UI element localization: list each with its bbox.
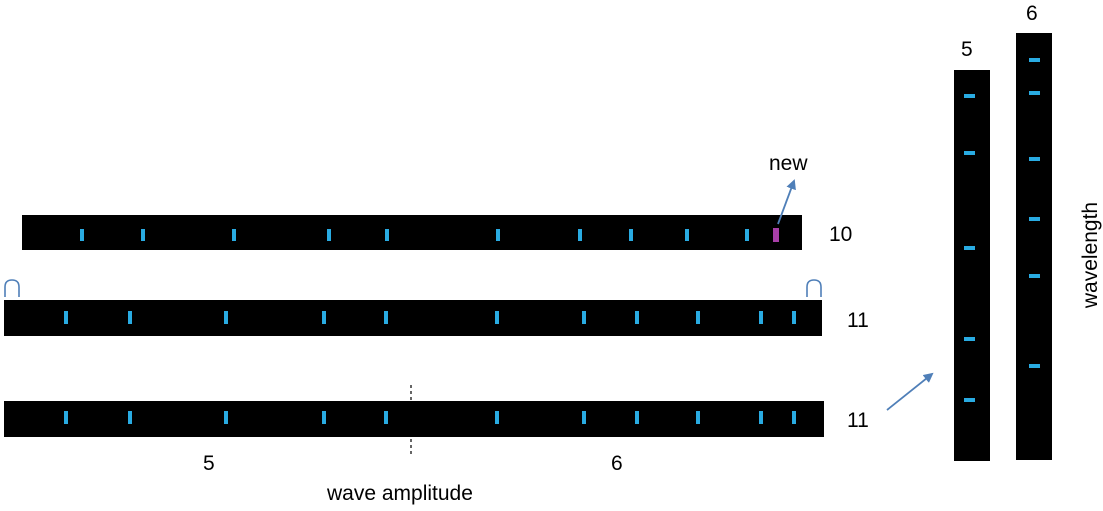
bracket-right: [806, 279, 822, 297]
arrow-new: [777, 179, 796, 225]
x-axis-label: wave amplitude: [326, 482, 473, 505]
band-row-3: [322, 411, 326, 424]
new-band-label: new: [769, 152, 808, 175]
band-row-2: [128, 311, 132, 324]
band-row-2: [696, 311, 700, 324]
column-5-count-label: 5: [961, 38, 973, 61]
band-row-3: [792, 411, 796, 424]
band-row-1: [232, 229, 236, 241]
band-row-3: [635, 411, 639, 424]
band-column-5: [964, 337, 975, 341]
band-row-2: [322, 311, 326, 324]
band-row-1: [745, 229, 749, 241]
band-row-3: [759, 411, 763, 424]
band-column-5: [964, 246, 975, 250]
band-row-2: [582, 311, 586, 324]
band-row-2: [495, 311, 499, 324]
band-row-3: [64, 411, 68, 424]
band-marks: [64, 58, 1040, 424]
band-row-1: [578, 229, 582, 241]
column-5: [954, 70, 990, 461]
y-axis-label: wavelength: [1079, 202, 1102, 309]
band-row-3: [495, 411, 499, 424]
strip-row-1: [22, 215, 802, 250]
row-2-count-label: 11: [847, 309, 869, 332]
band-column-6: [1029, 58, 1040, 62]
band-row-1: [385, 229, 389, 241]
band-column-5: [964, 94, 975, 98]
band-column-6: [1029, 91, 1040, 95]
split-right-label: 6: [611, 452, 623, 475]
band-row-1: [141, 229, 145, 241]
band-column-5: [964, 398, 975, 402]
band-row-1: [685, 229, 689, 241]
band-column-5: [964, 151, 975, 155]
band-row-1: [629, 229, 633, 241]
bracket-left: [4, 279, 20, 297]
row-1-count-label: 10: [829, 223, 852, 246]
band-row-3: [696, 411, 700, 424]
band-row-3: [384, 411, 388, 424]
band-column-6: [1029, 217, 1040, 221]
band-row-3: [582, 411, 586, 424]
band-row-2: [64, 311, 68, 324]
band-row-3: [224, 411, 228, 424]
band-column-6: [1029, 157, 1040, 161]
column-6: [1016, 33, 1052, 460]
strip-row-3: [4, 401, 824, 437]
column-6-count-label: 6: [1026, 2, 1038, 25]
band-row-1: [496, 229, 500, 241]
band-row-2: [224, 311, 228, 324]
strip-row-2: [4, 300, 822, 336]
band-column-6: [1029, 274, 1040, 278]
band-row-2: [384, 311, 388, 324]
band-row-2: [759, 311, 763, 324]
split-left-label: 5: [203, 452, 215, 475]
row-3-count-label: 11: [847, 409, 869, 432]
band-row-1-new: [773, 228, 779, 242]
band-column-6: [1029, 364, 1040, 368]
band-row-3: [128, 411, 132, 424]
band-row-2: [792, 311, 796, 324]
arrow-to-columns: [886, 372, 934, 411]
band-row-1: [327, 229, 331, 241]
band-row-2: [635, 311, 639, 324]
band-row-1: [80, 229, 84, 241]
